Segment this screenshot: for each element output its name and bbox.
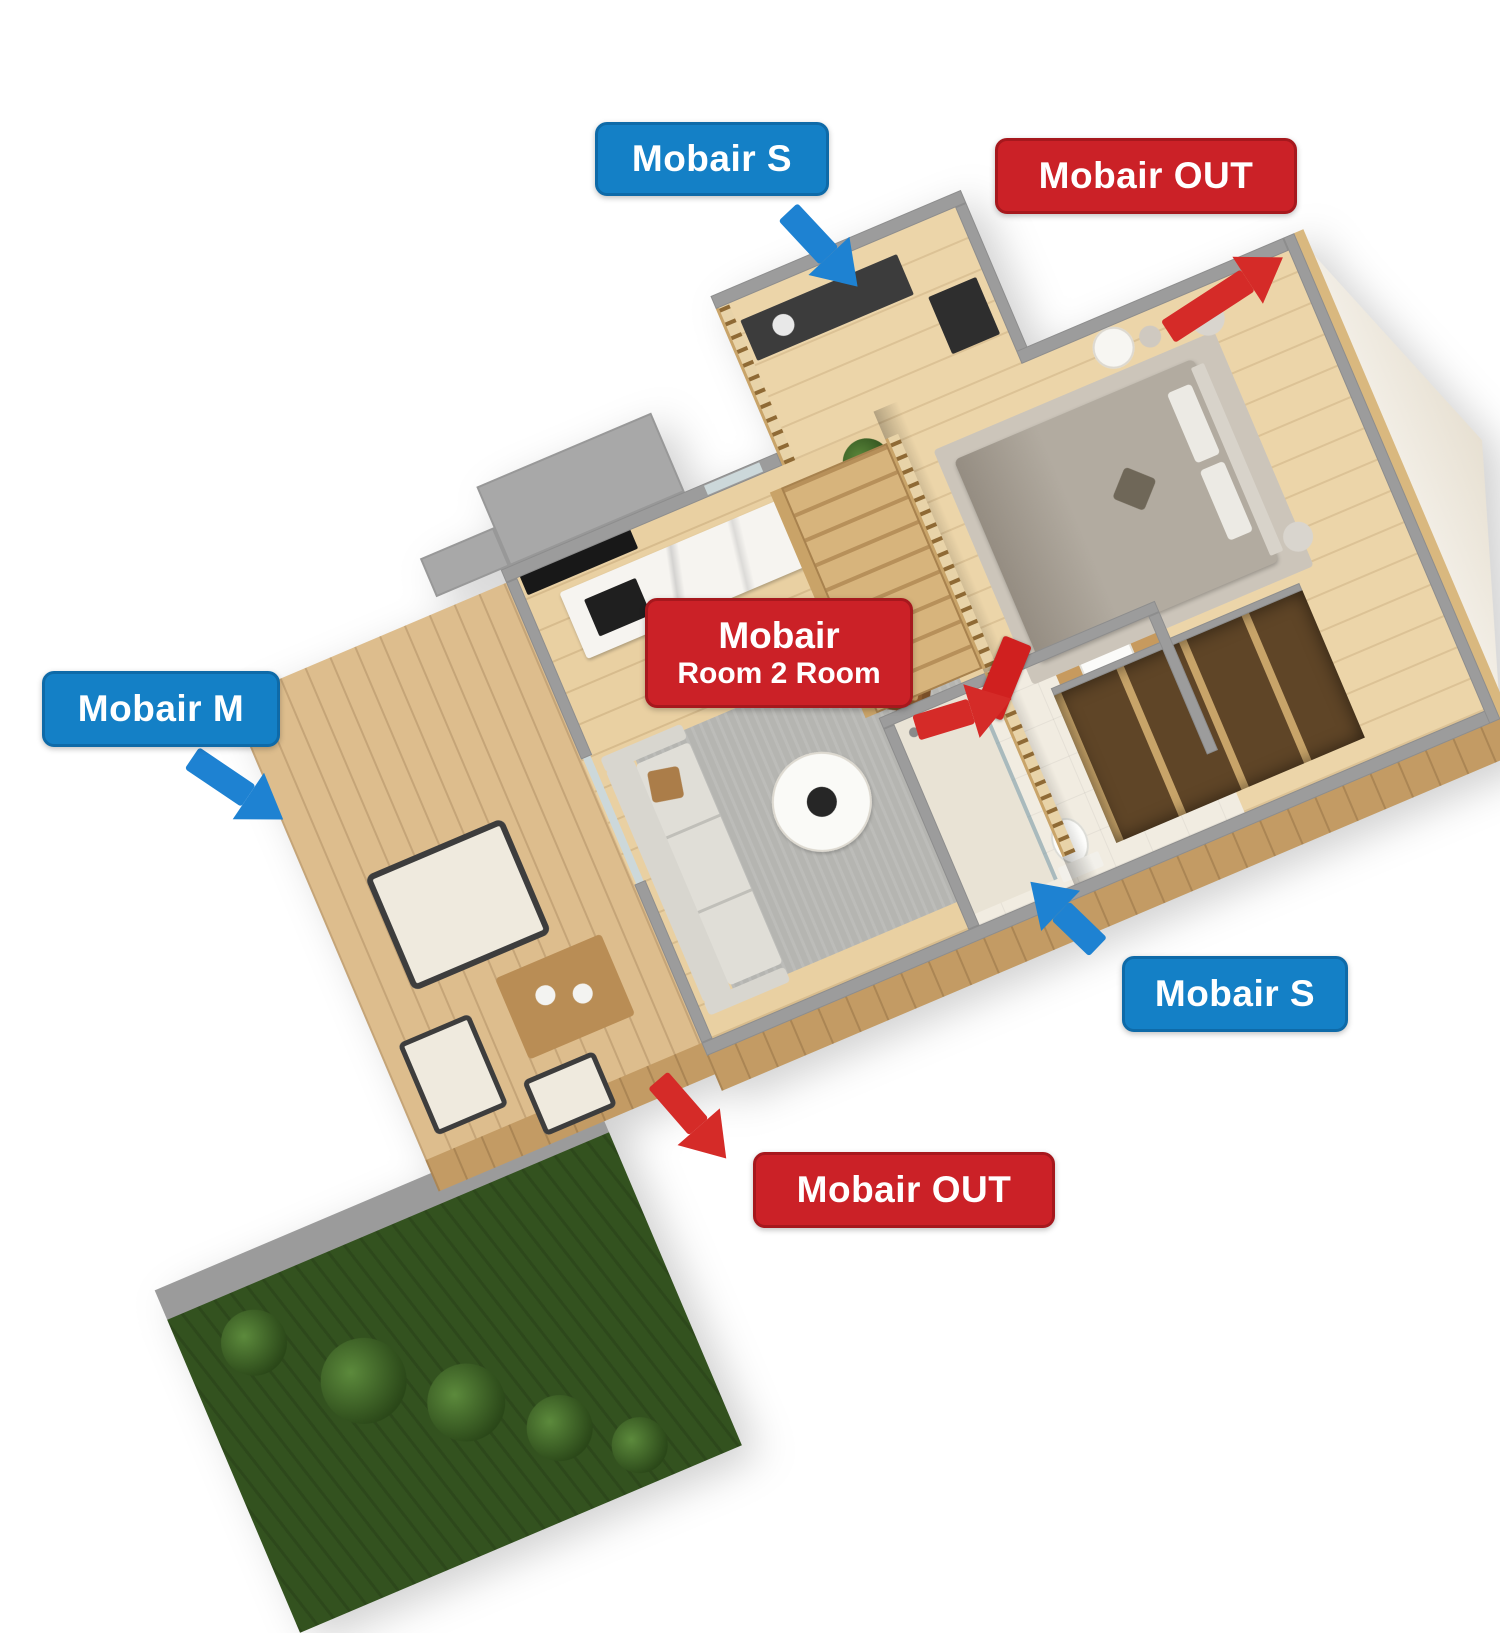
label-mobair-out-top: Mobair OUT (995, 138, 1297, 214)
throw-pillow (646, 765, 685, 804)
label-text-line2: Room 2 Room (677, 656, 881, 690)
label-mobair-s-right: Mobair S (1122, 956, 1348, 1032)
label-mobair-m: Mobair M (42, 671, 280, 747)
label-mobair-room2room: Mobair Room 2 Room (645, 598, 913, 708)
label-text: Mobair OUT (796, 1168, 1012, 1210)
label-text: Mobair S (1154, 972, 1316, 1014)
label-mobair-out-bottom: Mobair OUT (753, 1152, 1055, 1228)
label-mobair-s-top: Mobair S (595, 122, 829, 196)
label-text-line1: Mobair (718, 615, 840, 657)
label-text: Mobair S (631, 137, 793, 179)
label-text: Mobair OUT (1038, 154, 1254, 196)
label-text: Mobair M (77, 687, 245, 729)
